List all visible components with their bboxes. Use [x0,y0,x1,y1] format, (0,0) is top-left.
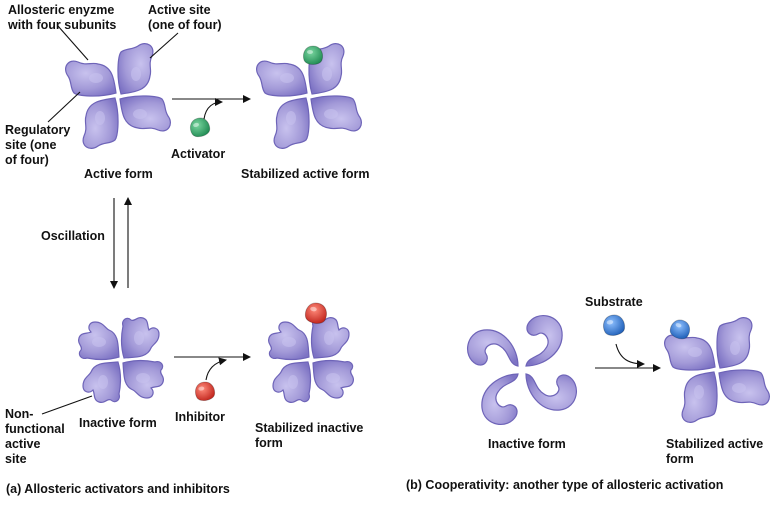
binding-arrow [203,98,223,120]
stabilized-inactive-form-label: Stabilized inactive form [255,421,363,451]
stabilized-active-form-label-b: Stabilized active form [666,437,763,467]
substrate-molecule-icon [603,314,626,336]
allosteric-enzyme-callout: Allosteric enyzme with four subunits [8,3,116,33]
subunit-highlight [134,331,144,345]
enzyme-subunit [525,315,563,367]
subunit-highlight [92,337,106,347]
inhibitor-label: Inhibitor [175,410,225,424]
activator-molecule-icon [303,45,323,65]
callout-leader-line [57,25,89,61]
allosteric-enzyme-icon [467,315,577,425]
callout-line: site [5,452,27,466]
binding-arrow [205,357,227,381]
binding-arrow [615,343,645,368]
callout-leader-line [47,91,81,123]
label-line: Stabilized inactive [255,421,364,435]
panel-b-caption: (b) Cooperativity: another type of allos… [406,478,724,492]
activator-molecule-icon [189,117,211,138]
allosteric-enzyme-icon [267,316,355,404]
nonfunctional-site-callout: Non- functional active site [5,407,65,467]
subunit-highlight [688,347,702,357]
subunit-highlight [95,111,105,125]
callout-line: Regulatory [5,123,71,137]
active-form-label: Active form [84,167,153,181]
allosteric-enzyme-icon [256,43,362,149]
subunit-highlight [322,67,332,81]
activator-label: Activator [171,147,226,161]
subunit-highlight [288,375,298,389]
subunit-highlight [89,73,103,83]
oscillation-label: Oscillation [41,229,105,243]
subunit-highlight [282,337,296,347]
callout-line: functional [5,422,65,436]
subunit-highlight [98,375,108,389]
inactive-form-label-b: Inactive form [488,437,566,451]
inhibitor-molecule-icon [195,381,216,402]
subunit-highlight [136,373,150,383]
subunit-highlight [131,67,141,81]
callout-line: Allosteric enyzme [8,3,115,17]
enzyme-subunit [467,329,519,367]
callout-line: site (one [5,138,57,152]
subunit-highlight [286,111,296,125]
callout-line: Non- [5,407,34,421]
subunit-highlight [730,341,740,355]
subunit-highlight [694,385,704,399]
subunit-highlight [324,109,338,119]
active-site-callout: Active site (one of four) [148,3,222,33]
stabilized-active-form-label: Stabilized active form [241,167,370,181]
regulatory-site-callout: Regulatory site (one of four) [5,123,70,168]
label-line: form [666,452,694,466]
callout-leader-line [149,32,179,59]
callout-line: (one of four) [148,18,222,32]
label-line: form [255,436,283,450]
callout-line: with four subunits [8,18,117,32]
callout-leader-line [41,395,93,415]
substrate-molecule-icon [669,319,691,340]
enzyme-subunit [481,373,519,425]
allosteric-enzyme-icon [664,317,770,423]
enzyme-subunit [525,373,577,411]
subunit-highlight [280,73,294,83]
subunit-highlight [133,109,147,119]
callout-line: of four) [5,153,49,167]
inhibitor-molecule-icon [304,302,327,324]
panel-a-caption: (a) Allosteric activators and inhibitors [6,482,230,496]
substrate-label: Substrate [585,295,643,309]
allosteric-enzyme-icon [77,316,165,404]
inactive-form-label: Inactive form [79,416,157,430]
callout-line: Active site [148,3,211,17]
subunit-highlight [326,373,340,383]
subunit-highlight [324,331,334,345]
allosteric-enzyme-icon [65,43,171,149]
label-line: Stabilized active [666,437,764,451]
subunit-highlight [732,383,746,393]
callout-line: active [5,437,41,451]
